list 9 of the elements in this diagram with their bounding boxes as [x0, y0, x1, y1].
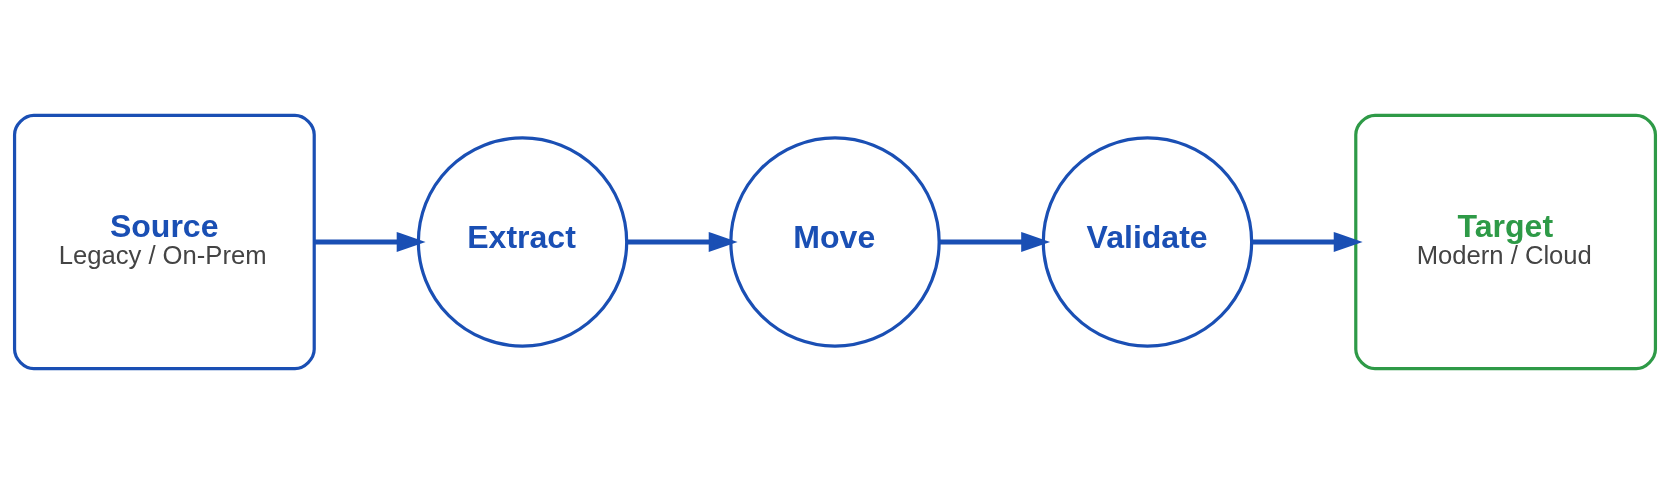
- arrow: [939, 231, 1051, 252]
- node-box: Source Legacy / On-Prem: [12, 113, 316, 370]
- node-circle: Extract: [416, 135, 629, 348]
- arrow: [627, 231, 738, 252]
- arrow: [314, 231, 426, 252]
- node-circle: Validate: [1041, 135, 1254, 348]
- arrow: [1251, 231, 1363, 252]
- node-circle: Move: [729, 135, 941, 348]
- node-box: Target Modern / Cloud: [1354, 113, 1658, 370]
